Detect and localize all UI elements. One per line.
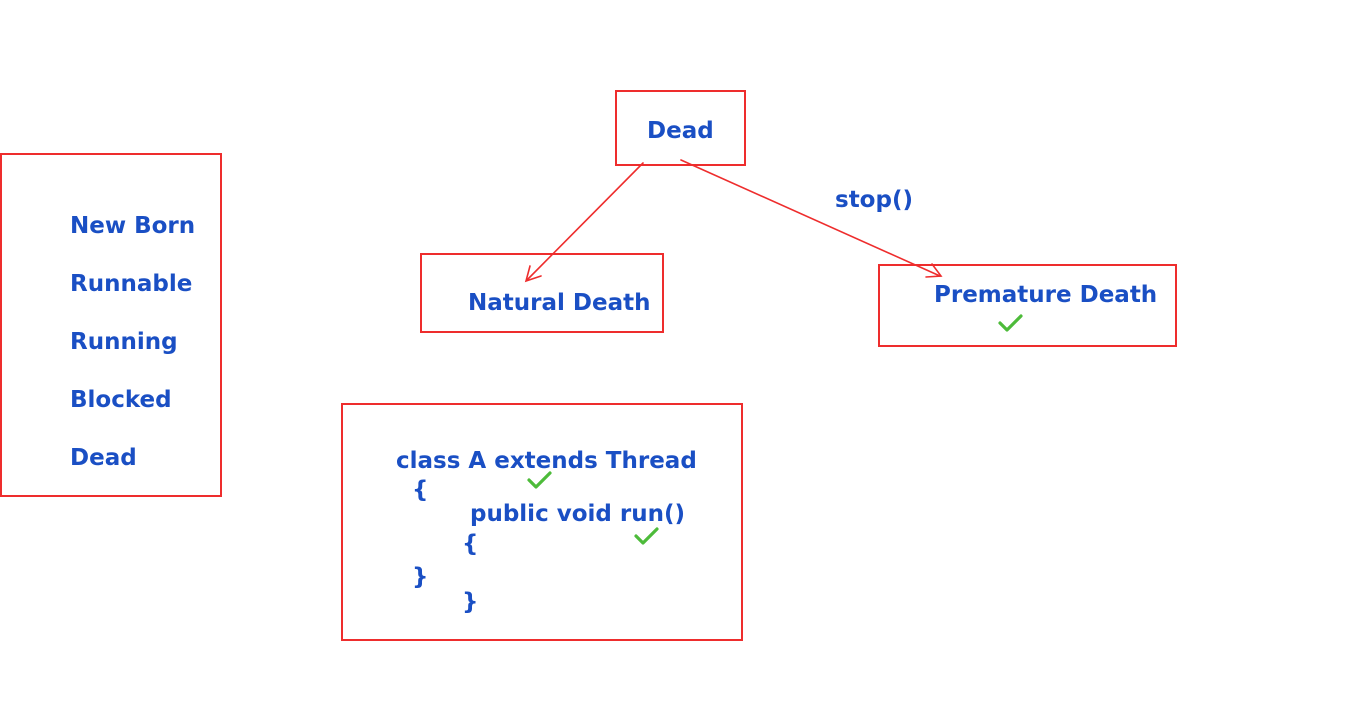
code-line-close-brace-inner: } bbox=[462, 589, 479, 615]
check-mark-icon bbox=[527, 471, 552, 489]
code-line-run-method: public void run() bbox=[470, 501, 685, 527]
arrow-dead-to-natural-death bbox=[526, 162, 644, 281]
state-new-born: New Born bbox=[70, 213, 196, 239]
natural-death-box bbox=[420, 253, 664, 333]
dead-node-label: Dead bbox=[647, 118, 714, 144]
code-line-close-brace-outer: } bbox=[412, 564, 429, 590]
code-line-open-brace-outer: { bbox=[412, 477, 429, 503]
code-line-class: class A extends Thread bbox=[396, 448, 697, 474]
stop-method-label: stop() bbox=[835, 187, 913, 213]
premature-death-box bbox=[878, 264, 1177, 347]
natural-death-label: Natural Death bbox=[468, 290, 651, 316]
state-blocked: Blocked bbox=[70, 387, 172, 413]
arrow-dead-to-premature-death bbox=[680, 159, 941, 277]
dead-node-box bbox=[615, 90, 746, 166]
code-box bbox=[341, 403, 743, 641]
state-running: Running bbox=[70, 329, 178, 355]
arrow-head-premature-death bbox=[925, 263, 943, 278]
state-dead: Dead bbox=[70, 445, 137, 471]
states-list-box bbox=[0, 153, 222, 497]
check-mark-icon bbox=[998, 314, 1023, 332]
state-runnable: Runnable bbox=[70, 271, 193, 297]
check-mark-icon bbox=[634, 527, 659, 545]
arrow-head-natural-death bbox=[524, 265, 542, 283]
code-line-open-brace-inner: { bbox=[462, 531, 479, 557]
premature-death-label: Premature Death bbox=[934, 282, 1158, 308]
